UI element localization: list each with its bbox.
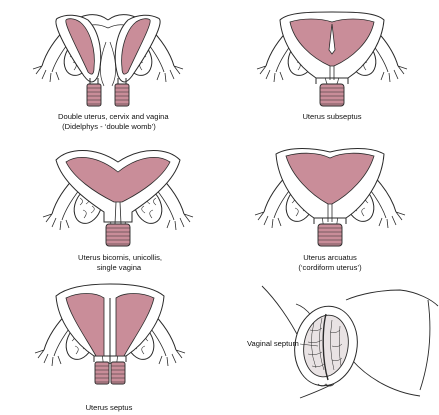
caption-bicornis: Uterus bicornis, unicollis, single vagin… [78,253,162,273]
subseptus-diagram [257,11,407,107]
caption-septus-line1: Uterus septus [85,403,133,412]
caption-subseptus-line1: Uterus subseptus [302,112,362,121]
arcuatus-diagram [255,148,405,247]
caption-arcuatus: Uterus arcuatus (‘cordiform uterus’) [296,253,364,273]
caption-didelphys-line2: (Didelphys - ‘double womb’) [62,122,156,131]
didelphys-diagram [33,15,183,107]
caption-didelphys: Double uterus, cervix and vagina (Didelp… [58,112,169,132]
caption-bicornis-line1: Uterus bicornis, unicollis, [78,253,162,262]
bicornis-diagram [43,150,193,247]
septus-diagram [35,283,185,385]
caption-arcuatus-line2: (‘cordiform uterus’) [298,263,362,272]
caption-subseptus: Uterus subseptus [300,112,364,122]
caption-septus: Uterus septus [82,403,136,413]
caption-bicornis-line2: single vagina [96,263,142,272]
vaginal-septum-diagram [261,285,439,399]
label-vaginal-septum: Vaginal septum [247,339,299,348]
caption-arcuatus-line1: Uterus arcuatus [303,253,357,262]
caption-didelphys-line1: Double uterus, cervix and vagina [58,112,169,121]
